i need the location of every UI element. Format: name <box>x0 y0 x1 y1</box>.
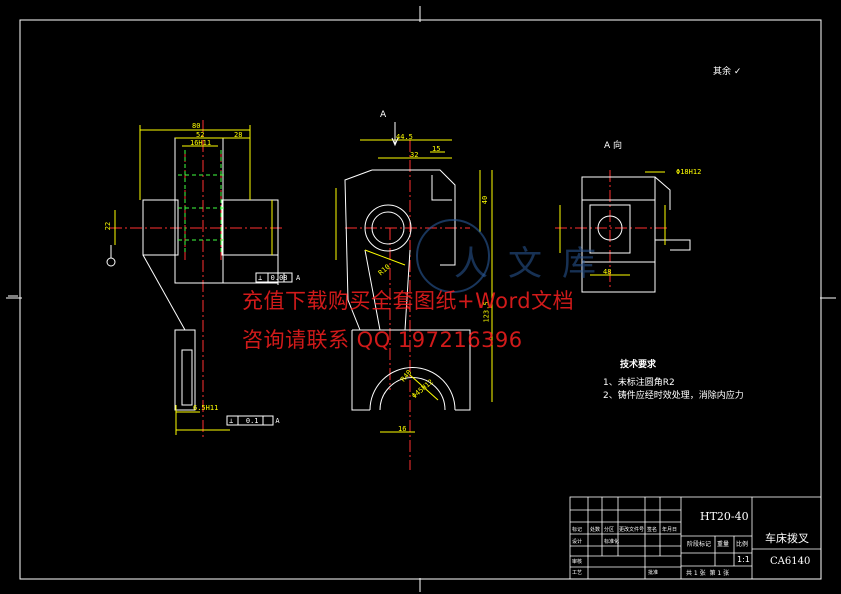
dim-side-bottom: 48 <box>603 268 612 276</box>
dim-mid-top: 44.5 <box>396 133 413 141</box>
weight-label: 重量 <box>717 541 730 548</box>
watermark-line-1: 充值下载购买全套图纸+Word文档 <box>242 289 575 313</box>
col-label-docno: 更改文件号 <box>619 527 645 533</box>
tech-requirements-title: 技术要求 <box>620 360 657 370</box>
watermark-logo: 人文库 <box>454 244 616 284</box>
row-label-design: 设计 <box>572 539 583 545</box>
col-label-zone: 分区 <box>604 527 615 533</box>
standardized-label: 标准化 <box>604 539 620 545</box>
dim-bore: 16H11 <box>190 139 212 147</box>
section-arrow-label: A <box>380 110 387 120</box>
main-view <box>335 122 493 470</box>
sheets-total: 共 1 张 第 1 张 <box>686 570 730 577</box>
dim-side: Φ18H12 <box>676 168 702 176</box>
dim-mid-small: 15 <box>432 145 441 153</box>
approve-label: 批准 <box>648 570 659 576</box>
tol-frame-2: ⊥ 0.1 A <box>229 417 280 425</box>
col-label-date: 年月日 <box>662 527 678 533</box>
part-name: 车床拨叉 <box>765 532 809 545</box>
dim-front-sub-right: 28 <box>234 131 243 139</box>
dim-mid-bottom: 16 <box>398 425 407 433</box>
a-view <box>555 170 691 293</box>
title-block-lines <box>569 496 822 580</box>
row-label-mark: 标记 <box>572 527 583 533</box>
dim-mid-sub: 32 <box>410 151 419 159</box>
watermark-line-2: 咨询请联系 QQ 197216396 <box>242 328 523 352</box>
col-label-count: 处数 <box>590 527 601 533</box>
dim-front-sub-left: 52 <box>196 131 205 139</box>
watermark-logo-circle <box>416 219 490 293</box>
tech-requirement-2: 2、铸件应经时效处理，消除内应力 <box>603 391 744 401</box>
model: CA6140 <box>770 556 811 567</box>
stage-label: 阶段标记 <box>687 541 712 548</box>
tech-requirement-1: 1、未标注圆角R2 <box>603 378 675 388</box>
sheet-border <box>6 6 836 592</box>
tol-frame-1: ⊥ 0.08 A <box>258 274 301 282</box>
dim-lower-bore: 6.5H11 <box>193 404 219 412</box>
col-label-sign: 签名 <box>647 527 658 533</box>
material: HT20-40 <box>700 510 749 523</box>
front-view <box>106 120 293 440</box>
row-label-process: 工艺 <box>572 570 583 576</box>
roughness-note: 其余 ✓ <box>713 67 742 77</box>
scale-label: 比例 <box>736 541 749 548</box>
dim-width-small: 22 <box>104 221 113 231</box>
dim-front-top: 80 <box>192 122 201 130</box>
scale: 1:1 <box>737 555 750 564</box>
dim-mid-right-1: 40 <box>481 195 490 205</box>
a-view-label: A 向 <box>604 141 623 151</box>
row-label-review: 审核 <box>572 559 583 565</box>
